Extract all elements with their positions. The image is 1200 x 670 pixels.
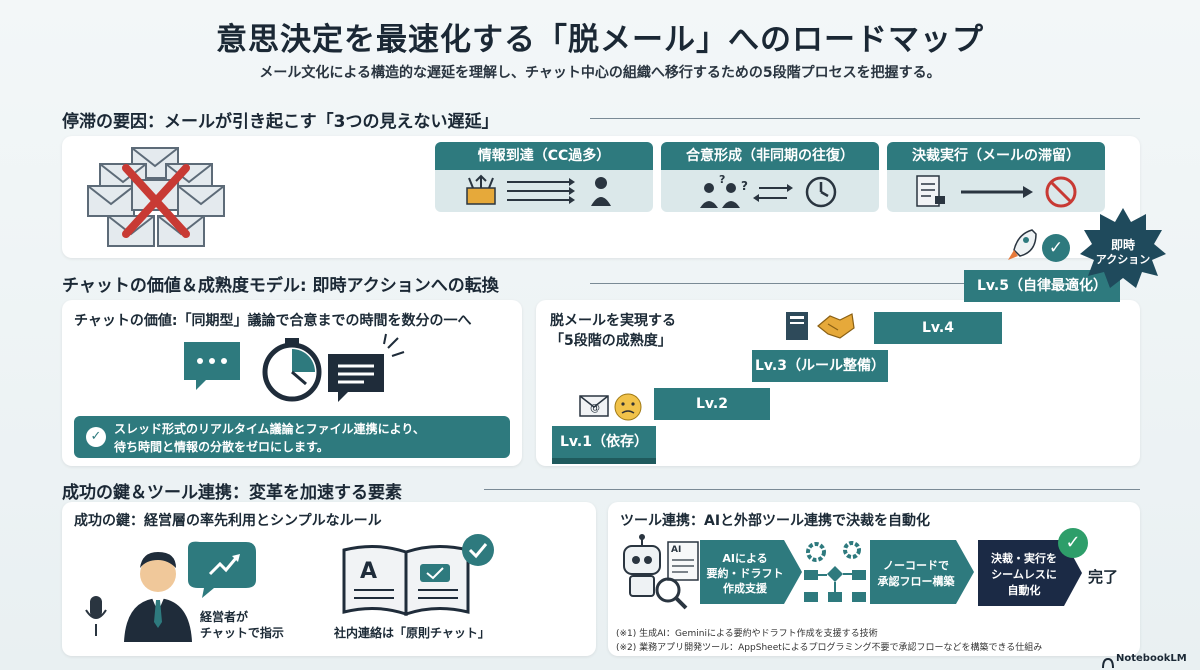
section2-divider <box>590 283 970 284</box>
executive-chat-illustration <box>84 538 264 642</box>
check-circle-icon: ✓ <box>1042 234 1070 262</box>
tool-integration-title: ツール連携：AIと外部ツール連携で決裁を自動化 <box>620 513 931 529</box>
section1-divider <box>590 118 1140 119</box>
flow-step-ai: AIによる 要約・ドラフト 作成支援 <box>700 540 802 604</box>
delay-label-consensus: 合意形成（非同期の往復） <box>661 142 879 170</box>
starburst-icon <box>1080 208 1166 288</box>
stalled-document-icon <box>916 175 1077 208</box>
flow-step-nocode-line2: 承認フロー構築 <box>877 575 955 588</box>
flow-step-ai-line3: 作成支援 <box>723 582 767 595</box>
chat-stopwatch-illustration <box>178 332 408 416</box>
chat-value-note-line1: スレッド形式のリアルタイム議論とファイル連携により、 <box>114 422 425 436</box>
delay-label-info: 情報到達（CC過多） <box>435 142 653 170</box>
svg-text:@: @ <box>590 403 600 414</box>
section3-divider <box>484 489 1140 490</box>
flow-step-nocode: ノーコードで 承認フロー構築 <box>870 540 974 604</box>
flow-step-automation-line2: シームレスに <box>991 568 1057 581</box>
chat-rule-label: 社内連絡は「原則チャット」 <box>334 626 490 640</box>
waiting-people-clock-icon: ? ? <box>700 174 837 208</box>
arrow-shape <box>870 540 974 604</box>
email-confused-icon: @ <box>578 392 646 422</box>
maturity-level-4: Lv.4 <box>874 312 1002 344</box>
executive-label-line2: チャットで指示 <box>200 626 284 640</box>
flow-step-ai-line2: 要約・ドラフト <box>706 567 784 580</box>
flow-step-nocode-line1: ノーコードで <box>883 559 949 572</box>
chat-value-title: チャットの価値:「同期型」議論で合意までの時間を数分の一へ <box>74 313 472 329</box>
footnote-1: (※1) 生成AI：Geminiによる要約やドラフト作成を支援する技術 <box>616 629 878 639</box>
maturity-level-5: Lv.5（自律最適化） <box>964 270 1120 302</box>
ai-robot-icon <box>616 532 706 612</box>
complete-check-icon: ✓ <box>1058 528 1088 558</box>
section2-title: チャットの価値＆成熟度モデル: 即時アクションへの転換 <box>62 276 499 296</box>
rulebook-handshake-icon <box>784 306 856 342</box>
delay-label-approval: 決裁実行（メールの滞留） <box>887 142 1105 170</box>
maturity-level-2: Lv.2 <box>654 388 770 420</box>
ai-doc-label: AI <box>671 545 682 555</box>
badge-line2: アクション <box>1095 253 1151 266</box>
arrow-shape <box>700 540 802 604</box>
stair-shadow <box>552 458 656 464</box>
svg-text:?: ? <box>719 174 725 186</box>
chat-value-note: ✓ スレッド形式のリアルタイム議論とファイル連携により、 待ち時間と情報の分散を… <box>74 416 510 458</box>
maturity-title-line1: 脱メールを実現する <box>550 313 676 329</box>
maturity-level-1: Lv.1（依存） <box>552 426 656 458</box>
success-key-title: 成功の鍵：経営層の率先利用とシンプルなルール <box>74 513 382 529</box>
instant-action-badge: 即時 アクション <box>1078 206 1168 292</box>
executive-label-line1: 経営者が <box>200 610 249 624</box>
complete-label: 完了 <box>1088 568 1119 586</box>
checkmark-icon: ✓ <box>86 427 106 447</box>
flow-step-automation-line1: 決裁・実行を <box>991 552 1057 565</box>
footnote-2: (※2) 業務アプリ開発ツール：AppSheetによるプログラミング不要で承認フ… <box>616 643 1043 653</box>
flow-step-automation: 決裁・実行を シームレスに 自動化 <box>978 540 1082 606</box>
delay-card-info: 情報到達（CC過多） <box>435 142 653 212</box>
page-subtitle: メール文化による構造的な遅延を理解し、チャット中心の組織へ移行するための5段階プ… <box>259 65 941 81</box>
notebooklm-logo-icon <box>1102 654 1114 669</box>
section1-title: 停滞の要因：メールが引き起こす「3つの見えない遅延」 <box>62 112 499 132</box>
brand-label: NotebookLM <box>1116 653 1187 664</box>
chat-value-note-line2: 待ち時間と情報の分散をゼロにします。 <box>114 440 329 454</box>
arrow-shape <box>978 540 1082 606</box>
flow-step-ai-line1: AIによる <box>722 552 768 565</box>
badge-line1: 即時 <box>1110 238 1135 252</box>
rulebook-illustration: A <box>340 534 500 620</box>
rocket-icon <box>1004 226 1040 268</box>
page-title: 意思決定を最速化する「脱メール」へのロードマップ <box>216 22 984 58</box>
maturity-level-3: Lv.3（ルール整備） <box>752 350 888 382</box>
section3-title: 成功の鍵＆ツール連携：変革を加速する要素 <box>62 483 402 503</box>
svg-text:A: A <box>360 559 377 584</box>
maturity-title-line2: 「5段階の成熟度」 <box>550 333 672 349</box>
gears-flowchart-icon <box>802 540 868 608</box>
broadcast-icon <box>466 174 611 206</box>
delay-card-consensus: 合意形成（非同期の往復） ? ? <box>661 142 879 212</box>
flow-step-automation-line3: 自動化 <box>1007 584 1041 597</box>
svg-text:?: ? <box>741 179 748 193</box>
delay-card-approval: 決裁実行（メールの滞留） <box>887 142 1105 212</box>
envelope-pile-icon <box>86 142 226 254</box>
